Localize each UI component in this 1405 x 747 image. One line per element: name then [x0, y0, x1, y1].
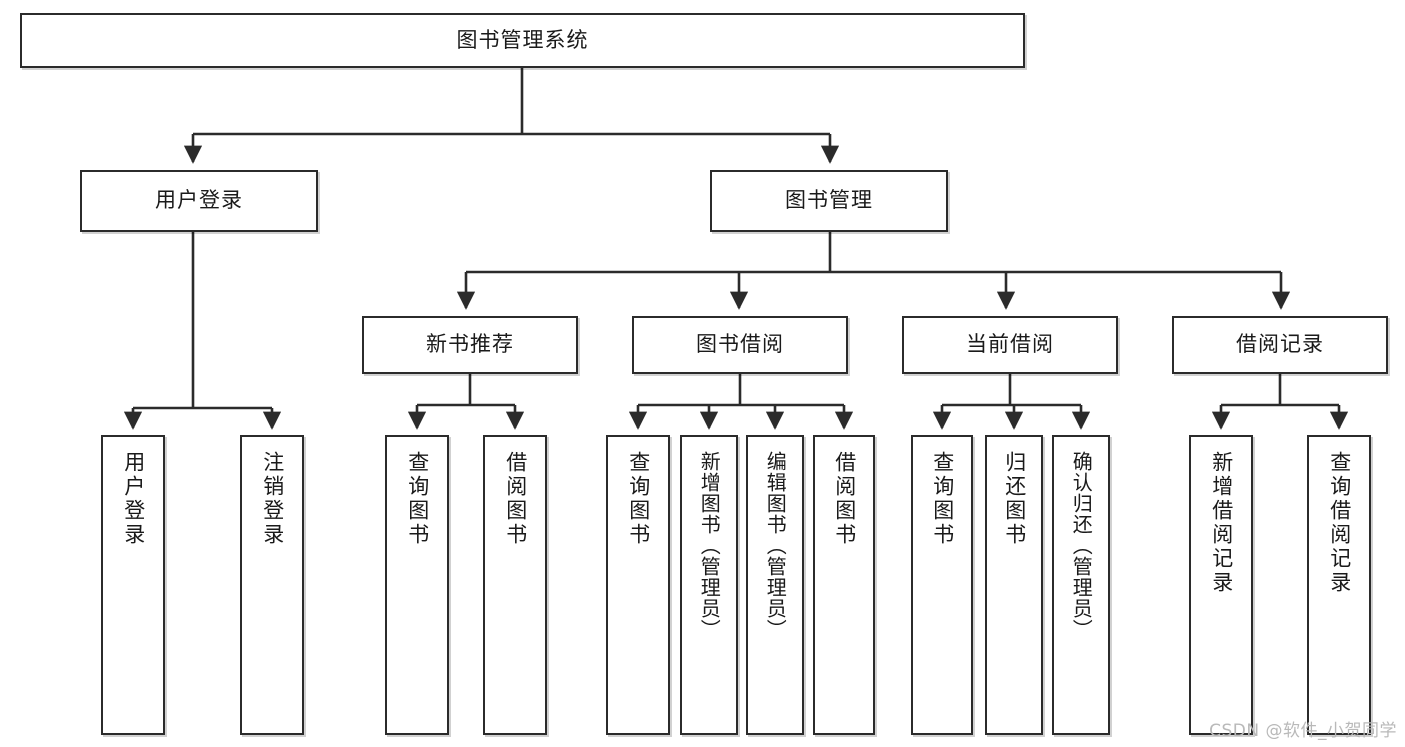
node-user-logout-action[interactable]: 注销登录 [240, 435, 304, 735]
node-user-login[interactable]: 用户登录 [80, 170, 318, 232]
node-confirm-return-admin-label: 确认归还（管理员） [1069, 451, 1094, 640]
node-confirm-return-admin[interactable]: 确认归还（管理员） [1052, 435, 1110, 735]
csdn-watermark: CSDN @软件_小贺同学 [1209, 721, 1397, 741]
node-current-borrow[interactable]: 当前借阅 [902, 316, 1118, 374]
node-root-label: 图书管理系统 [456, 27, 589, 52]
node-book-borrow[interactable]: 图书借阅 [632, 316, 848, 374]
node-new-book-recommend[interactable]: 新书推荐 [362, 316, 578, 374]
node-borrow-record[interactable]: 借阅记录 [1172, 316, 1388, 374]
node-add-book-admin[interactable]: 新增图书（管理员） [680, 435, 738, 735]
node-edit-book-admin-label: 编辑图书（管理员） [763, 451, 788, 640]
node-new-book-recommend-label: 新书推荐 [426, 332, 514, 357]
node-book-manage[interactable]: 图书管理 [710, 170, 948, 232]
node-add-borrow-record[interactable]: 新增借阅记录 [1189, 435, 1253, 735]
node-book-manage-label: 图书管理 [785, 188, 873, 213]
node-query-book-current-label: 查询图书 [930, 451, 955, 547]
node-root[interactable]: 图书管理系统 [20, 13, 1025, 68]
node-user-login-action-label: 用户登录 [121, 451, 146, 547]
node-add-book-admin-label: 新增图书（管理员） [697, 451, 722, 640]
node-user-login-label: 用户登录 [155, 188, 243, 213]
node-borrow-book-action-label: 借阅图书 [832, 451, 857, 547]
node-borrow-book-recommend[interactable]: 借阅图书 [483, 435, 547, 735]
node-borrow-book-action[interactable]: 借阅图书 [813, 435, 875, 735]
node-query-book-recommend-label: 查询图书 [405, 451, 430, 547]
node-edit-book-admin[interactable]: 编辑图书（管理员） [746, 435, 804, 735]
node-add-borrow-record-label: 新增借阅记录 [1209, 451, 1234, 595]
node-return-book-label: 归还图书 [1002, 451, 1027, 547]
node-query-borrow-record-label: 查询借阅记录 [1327, 451, 1352, 595]
node-query-borrow-record[interactable]: 查询借阅记录 [1307, 435, 1371, 735]
node-borrow-book-recommend-label: 借阅图书 [503, 451, 528, 547]
node-borrow-record-label: 借阅记录 [1236, 332, 1324, 357]
node-book-borrow-label: 图书借阅 [696, 332, 784, 357]
node-user-login-action[interactable]: 用户登录 [101, 435, 165, 735]
node-return-book[interactable]: 归还图书 [985, 435, 1043, 735]
node-query-book-current[interactable]: 查询图书 [911, 435, 973, 735]
node-current-borrow-label: 当前借阅 [966, 332, 1054, 357]
node-query-book-borrow-label: 查询图书 [626, 451, 651, 547]
node-query-book-borrow[interactable]: 查询图书 [606, 435, 670, 735]
node-user-logout-action-label: 注销登录 [260, 451, 285, 547]
node-query-book-recommend[interactable]: 查询图书 [385, 435, 449, 735]
